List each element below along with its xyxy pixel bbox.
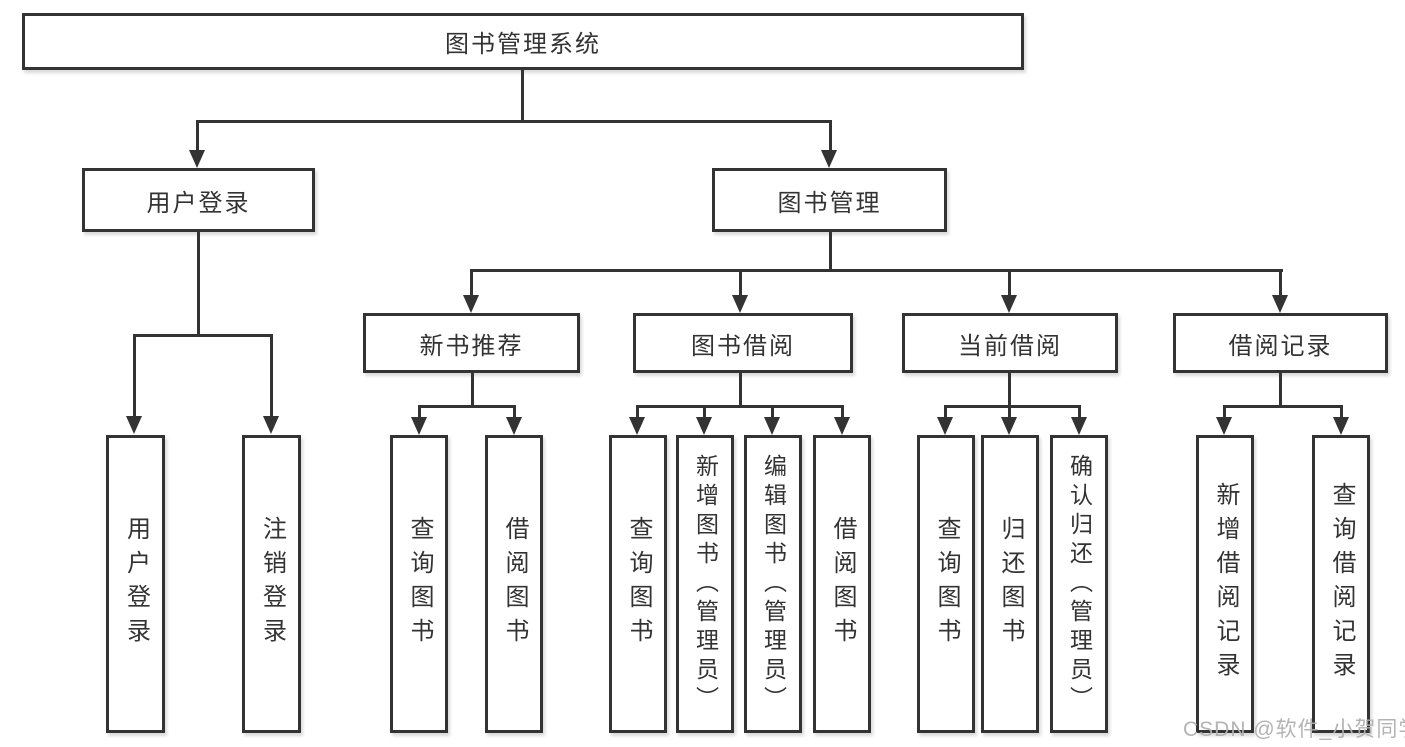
leaf-current-confirm-return-admin: 确认归还（管理员） (1050, 435, 1108, 733)
arrow-down-icon (1272, 295, 1288, 313)
connector-book-borrow-branch (636, 405, 844, 408)
leaf-newrec-query-books: 查询图书 (390, 435, 448, 733)
connector-stem-leaf-logout (270, 334, 273, 417)
leaf-current-confirm-return-admin-label: 确认归还（管理员） (1066, 453, 1093, 715)
leaf-logout-label: 注销登录 (258, 516, 286, 652)
connector-stem-leaf (1223, 405, 1226, 417)
connector-borrow-records-branch (1223, 405, 1343, 408)
arrow-down-icon (732, 295, 748, 313)
leaf-records-query-record: 查询借阅记录 (1312, 435, 1370, 733)
arrow-down-icon (1001, 417, 1017, 435)
leaf-current-return-books: 归还图书 (981, 435, 1039, 733)
node-book-mgmt-label: 图书管理 (777, 189, 882, 217)
arrow-down-icon (629, 417, 645, 435)
node-user-login-label: 用户登录 (146, 189, 251, 217)
arrow-down-icon (764, 417, 780, 435)
connector-stem-leaf (841, 405, 844, 417)
connector-stem-user-login (196, 120, 199, 152)
connector-stem-book-mgmt (829, 120, 832, 152)
leaf-borrow-edit-books-admin-label: 编辑图书（管理员） (760, 453, 787, 715)
arrow-down-icon (1071, 417, 1087, 435)
leaf-borrow-edit-books-admin: 编辑图书（管理员） (744, 435, 802, 733)
leaf-borrow-query-books: 查询图书 (609, 435, 667, 733)
leaf-newrec-borrow-books-label: 借阅图书 (501, 516, 528, 652)
arrow-down-icon (1216, 417, 1232, 435)
arrow-down-icon (263, 416, 279, 434)
connector-stem-leaf (1078, 405, 1081, 417)
leaf-current-query-books: 查询图书 (917, 435, 975, 733)
node-book-mgmt: 图书管理 (712, 168, 947, 232)
arrow-down-icon (126, 416, 142, 434)
connector-root-drop (521, 70, 524, 122)
connector-stem-leaf (771, 405, 774, 417)
leaf-current-return-books-label: 归还图书 (997, 516, 1024, 652)
connector-user-login-drop (197, 232, 200, 337)
leaf-logout: 注销登录 (242, 435, 301, 733)
leaf-borrow-query-books-label: 查询图书 (625, 516, 652, 652)
arrow-down-icon (411, 417, 427, 435)
connector-stem-book-borrow (739, 269, 742, 297)
leaf-records-add-record: 新增借阅记录 (1196, 435, 1254, 733)
arrow-down-icon (1333, 417, 1349, 435)
leaf-records-add-record-label: 新增借阅记录 (1212, 482, 1239, 686)
leaf-records-query-record-label: 查询借阅记录 (1328, 482, 1355, 686)
connector-stem-leaf (1008, 405, 1011, 417)
node-new-book-rec-label: 新书推荐 (419, 332, 524, 360)
connector-book-mgmt-branch (470, 269, 1283, 272)
connector-stem-leaf-user-login (133, 334, 136, 417)
connector-stem-leaf (703, 405, 706, 417)
leaf-borrow-add-books-admin-label: 新增图书（管理员） (692, 453, 719, 715)
leaf-current-query-books-label: 查询图书 (933, 516, 960, 652)
connector-current-borrow-drop (1008, 373, 1011, 407)
connector-stem-leaf (513, 405, 516, 417)
node-user-login: 用户登录 (82, 168, 315, 232)
connector-stem-leaf (1340, 405, 1343, 417)
leaf-newrec-borrow-books: 借阅图书 (485, 435, 543, 733)
connector-stem-current-borrow (1008, 269, 1011, 297)
arrow-down-icon (506, 417, 522, 435)
node-borrow-records: 借阅记录 (1173, 313, 1388, 373)
connector-stem-leaf (636, 405, 639, 417)
connector-book-mgmt-drop (829, 232, 832, 272)
node-book-borrow: 图书借阅 (633, 313, 853, 373)
connector-root-branch (196, 120, 832, 123)
leaf-borrow-add-books-admin: 新增图书（管理员） (676, 435, 734, 733)
node-current-borrow: 当前借阅 (902, 313, 1118, 373)
arrow-down-icon (463, 295, 479, 313)
arrow-down-icon (821, 150, 837, 168)
connector-stem-leaf (418, 405, 421, 417)
connector-borrow-records-drop (1279, 373, 1282, 407)
connector-user-login-branch (133, 334, 273, 337)
arrow-down-icon (696, 417, 712, 435)
connector-book-borrow-drop (739, 373, 742, 407)
node-root: 图书管理系统 (22, 13, 1024, 70)
arrow-down-icon (189, 150, 205, 168)
connector-current-borrow-branch (944, 405, 1081, 408)
leaf-user-login-label: 用户登录 (122, 516, 150, 652)
arrow-down-icon (1001, 295, 1017, 313)
connector-new-book-rec-branch (418, 405, 516, 408)
node-current-borrow-label: 当前借阅 (958, 332, 1062, 360)
node-book-borrow-label: 图书借阅 (691, 332, 795, 360)
arrow-down-icon (834, 417, 850, 435)
connector-stem-new-book-rec (470, 269, 473, 297)
arrow-down-icon (937, 417, 953, 435)
connector-stem-borrow-records (1279, 269, 1282, 297)
leaf-newrec-query-books-label: 查询图书 (406, 516, 433, 652)
connector-stem-leaf (944, 405, 947, 417)
leaf-borrow-borrow-books-label: 借阅图书 (829, 516, 856, 652)
leaf-user-login: 用户登录 (106, 435, 165, 733)
node-root-label: 图书管理系统 (445, 31, 601, 58)
node-borrow-records-label: 借阅记录 (1228, 332, 1333, 360)
connector-new-book-rec-drop (471, 373, 474, 407)
leaf-borrow-borrow-books: 借阅图书 (813, 435, 871, 733)
node-new-book-rec: 新书推荐 (363, 313, 580, 373)
csdn-watermark: CSDN @软件_小贺同学 (1183, 718, 1405, 741)
